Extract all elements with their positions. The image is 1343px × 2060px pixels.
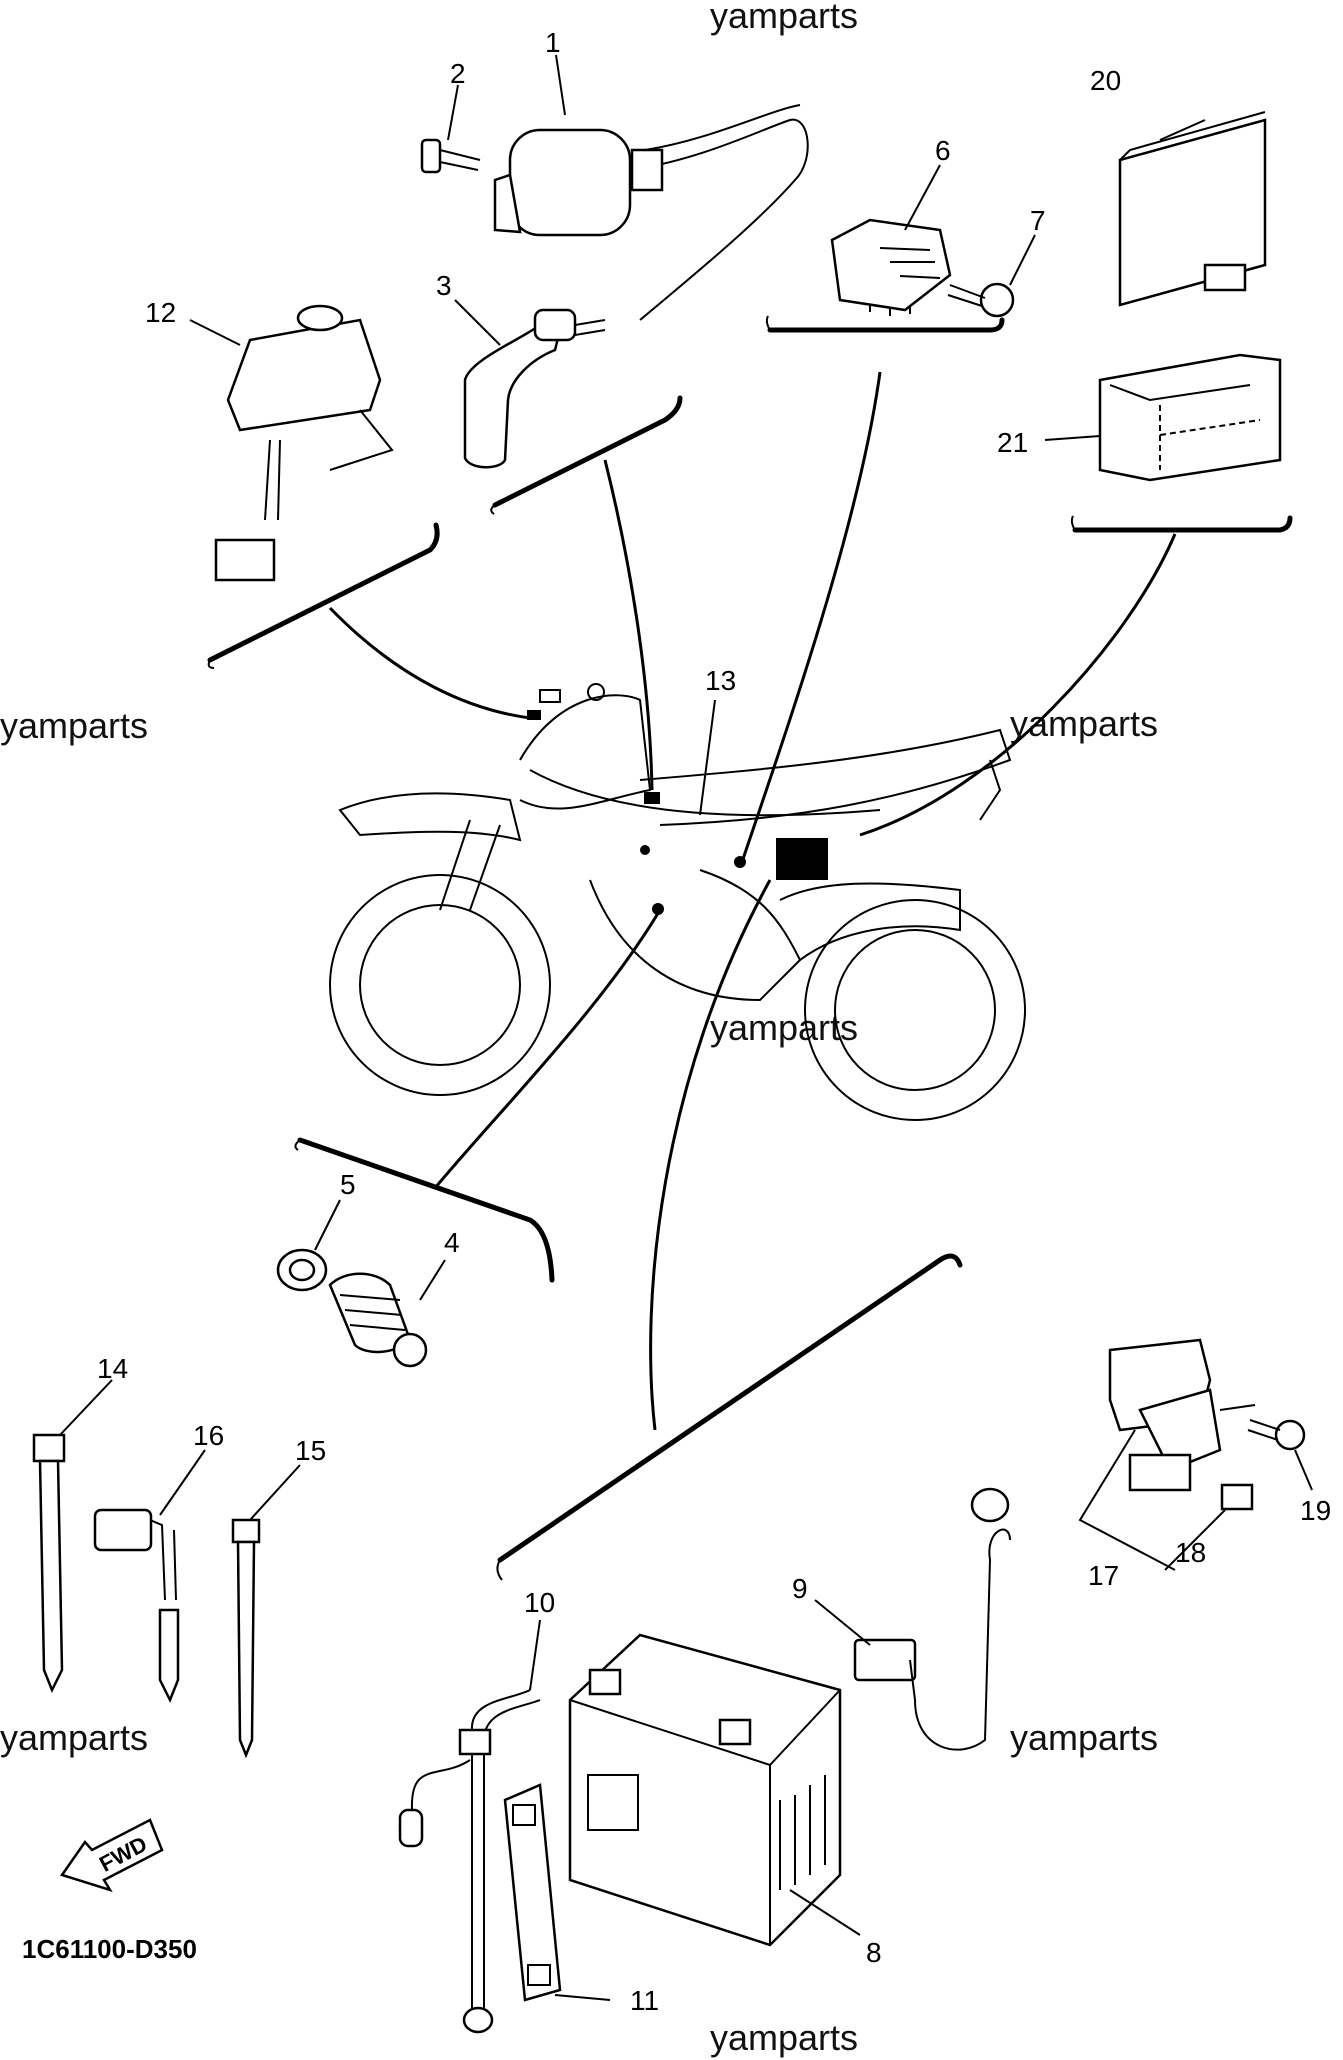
bolt-19 [1247, 1419, 1306, 1451]
forward-arrow-icon: FWD [59, 1818, 164, 1893]
callout-6: 6 [935, 135, 951, 166]
watermark-center: yamparts [710, 1007, 858, 1048]
starter-relay-17 [1108, 1338, 1256, 1492]
ignition-coil [493, 104, 809, 321]
callout-10: 10 [524, 1587, 555, 1618]
watermark-lower-right: yamparts [1010, 1717, 1158, 1758]
sensor-point-mark [652, 903, 664, 915]
cable-tie-14 [32, 1433, 66, 1694]
spark-plug-cap [463, 308, 606, 469]
lead-wire-16 [93, 1508, 180, 1704]
battery [568, 1633, 842, 1947]
cdi-location-mark [776, 838, 828, 880]
callout-leaders [59, 54, 1313, 2001]
callout-20: 20 [1090, 65, 1121, 96]
battery-lead-minus [853, 1487, 1011, 1751]
callout-1: 1 [545, 27, 561, 58]
cdi-cover [1098, 353, 1282, 482]
starter-relay-part-12 [214, 304, 394, 582]
screw-part-7 [947, 282, 1015, 318]
callout-17: 17 [1088, 1560, 1119, 1591]
watermark-mid-right: yamparts [1010, 703, 1158, 744]
callout-3: 3 [436, 270, 452, 301]
watermark-bottom: yamparts [710, 2017, 858, 2058]
callout-11: 11 [630, 1985, 659, 2016]
connector-mark-ignition [527, 710, 541, 720]
callout-21: 21 [997, 427, 1028, 458]
watermark-lower-left: yamparts [0, 1717, 148, 1758]
callout-2: 2 [450, 58, 466, 89]
fuse-18 [1220, 1483, 1254, 1511]
callout-16: 16 [193, 1420, 224, 1451]
callout-14: 14 [97, 1353, 128, 1384]
wire-end-mark [640, 845, 650, 855]
callout-4: 4 [444, 1227, 460, 1258]
callout-19: 19 [1300, 1495, 1331, 1526]
watermark-top: yamparts [710, 0, 858, 36]
battery-lead-plus [398, 1689, 541, 2034]
callout-5: 5 [340, 1169, 356, 1200]
washer [276, 1248, 328, 1292]
diagram-code: 1C61100-D350 [22, 1934, 197, 1964]
cdi-unit [1118, 111, 1267, 307]
motorcycle-outline [329, 683, 1026, 1121]
battery-band [503, 1783, 562, 2002]
callout-13: 13 [705, 665, 736, 696]
bolt-part-2 [420, 138, 481, 174]
callout-7: 7 [1030, 205, 1046, 236]
watermark-mid-left: yamparts [0, 705, 148, 746]
callout-15: 15 [295, 1435, 326, 1466]
rectifier-regulator [830, 218, 952, 316]
callout-9: 9 [792, 1573, 808, 1604]
callout-18: 18 [1175, 1537, 1206, 1568]
callout-8: 8 [866, 1937, 882, 1968]
neutral-switch [328, 1272, 428, 1368]
cable-tie-15 [231, 1518, 261, 1759]
callout-12: 12 [145, 297, 176, 328]
group-leaders [207, 315, 1293, 1581]
connector-mark-harness [644, 792, 660, 804]
